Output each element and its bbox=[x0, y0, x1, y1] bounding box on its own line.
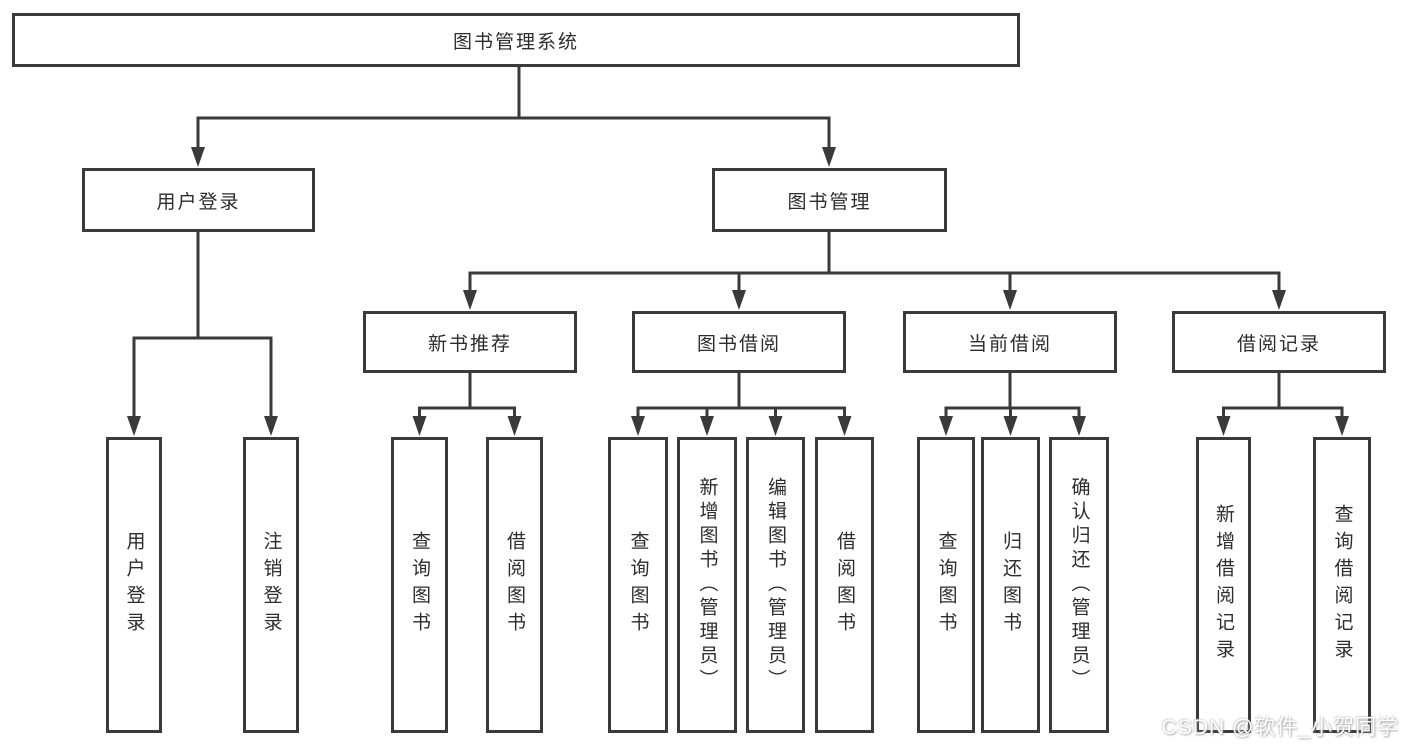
node-label: 图书管理 bbox=[787, 191, 872, 213]
csdn-watermark: CSDN @软件_小贺同学 bbox=[1161, 716, 1399, 739]
leaf-logout: 注销登录 bbox=[243, 437, 299, 733]
node-book-borrow: 图书借阅 bbox=[632, 311, 846, 373]
leaf-add-borrow-record: 新增借阅记录 bbox=[1196, 437, 1251, 733]
leaf-label: 查询图书 bbox=[627, 531, 649, 639]
leaf-query-books-borrow: 查询图书 bbox=[608, 437, 668, 733]
leaf-label: 用户登录 bbox=[123, 531, 145, 639]
node-user-login: 用户登录 bbox=[82, 168, 315, 232]
node-label: 当前借阅 bbox=[967, 333, 1052, 355]
leaf-label: 查询图书 bbox=[409, 531, 430, 639]
node-label: 新书推荐 bbox=[427, 333, 512, 355]
leaf-borrow-book: 借阅图书 bbox=[815, 437, 874, 733]
leaf-label: 新增借阅记录 bbox=[1213, 504, 1234, 666]
leaf-label: 查询借阅记录 bbox=[1331, 504, 1353, 666]
node-label: 借阅记录 bbox=[1236, 333, 1321, 355]
node-label: 图书借阅 bbox=[696, 333, 781, 355]
leaf-label: 归还图书 bbox=[1000, 531, 1021, 639]
leaf-return-book: 归还图书 bbox=[981, 437, 1040, 733]
leaf-borrow-books-recommend: 借阅图书 bbox=[486, 437, 543, 733]
leaf-label: 新增图书（管理员） bbox=[696, 477, 718, 693]
node-current-borrow: 当前借阅 bbox=[903, 311, 1117, 373]
node-library-management-system: 图书管理系统 bbox=[12, 13, 1020, 67]
leaf-label: 确认归还（管理员） bbox=[1068, 477, 1090, 693]
node-new-book-recommend: 新书推荐 bbox=[363, 311, 577, 373]
node-label: 图书管理系统 bbox=[452, 31, 579, 53]
leaf-query-books-current: 查询图书 bbox=[917, 437, 975, 733]
leaf-user-login: 用户登录 bbox=[106, 437, 162, 733]
leaf-label: 注销登录 bbox=[260, 531, 282, 639]
leaf-edit-book-admin: 编辑图书（管理员） bbox=[746, 437, 805, 733]
leaf-query-borrow-record: 查询借阅记录 bbox=[1313, 437, 1371, 733]
node-label: 用户登录 bbox=[156, 191, 241, 213]
leaf-add-book-admin: 新增图书（管理员） bbox=[677, 437, 737, 733]
leaf-label: 借阅图书 bbox=[834, 531, 855, 639]
leaf-label: 查询图书 bbox=[935, 531, 957, 639]
leaf-label: 借阅图书 bbox=[504, 531, 525, 639]
leaf-query-books-recommend: 查询图书 bbox=[391, 437, 448, 733]
node-book-management: 图书管理 bbox=[712, 168, 947, 232]
node-borrow-record: 借阅记录 bbox=[1172, 311, 1386, 373]
leaf-label: 编辑图书（管理员） bbox=[765, 477, 786, 693]
leaf-confirm-return-admin: 确认归还（管理员） bbox=[1049, 437, 1109, 733]
